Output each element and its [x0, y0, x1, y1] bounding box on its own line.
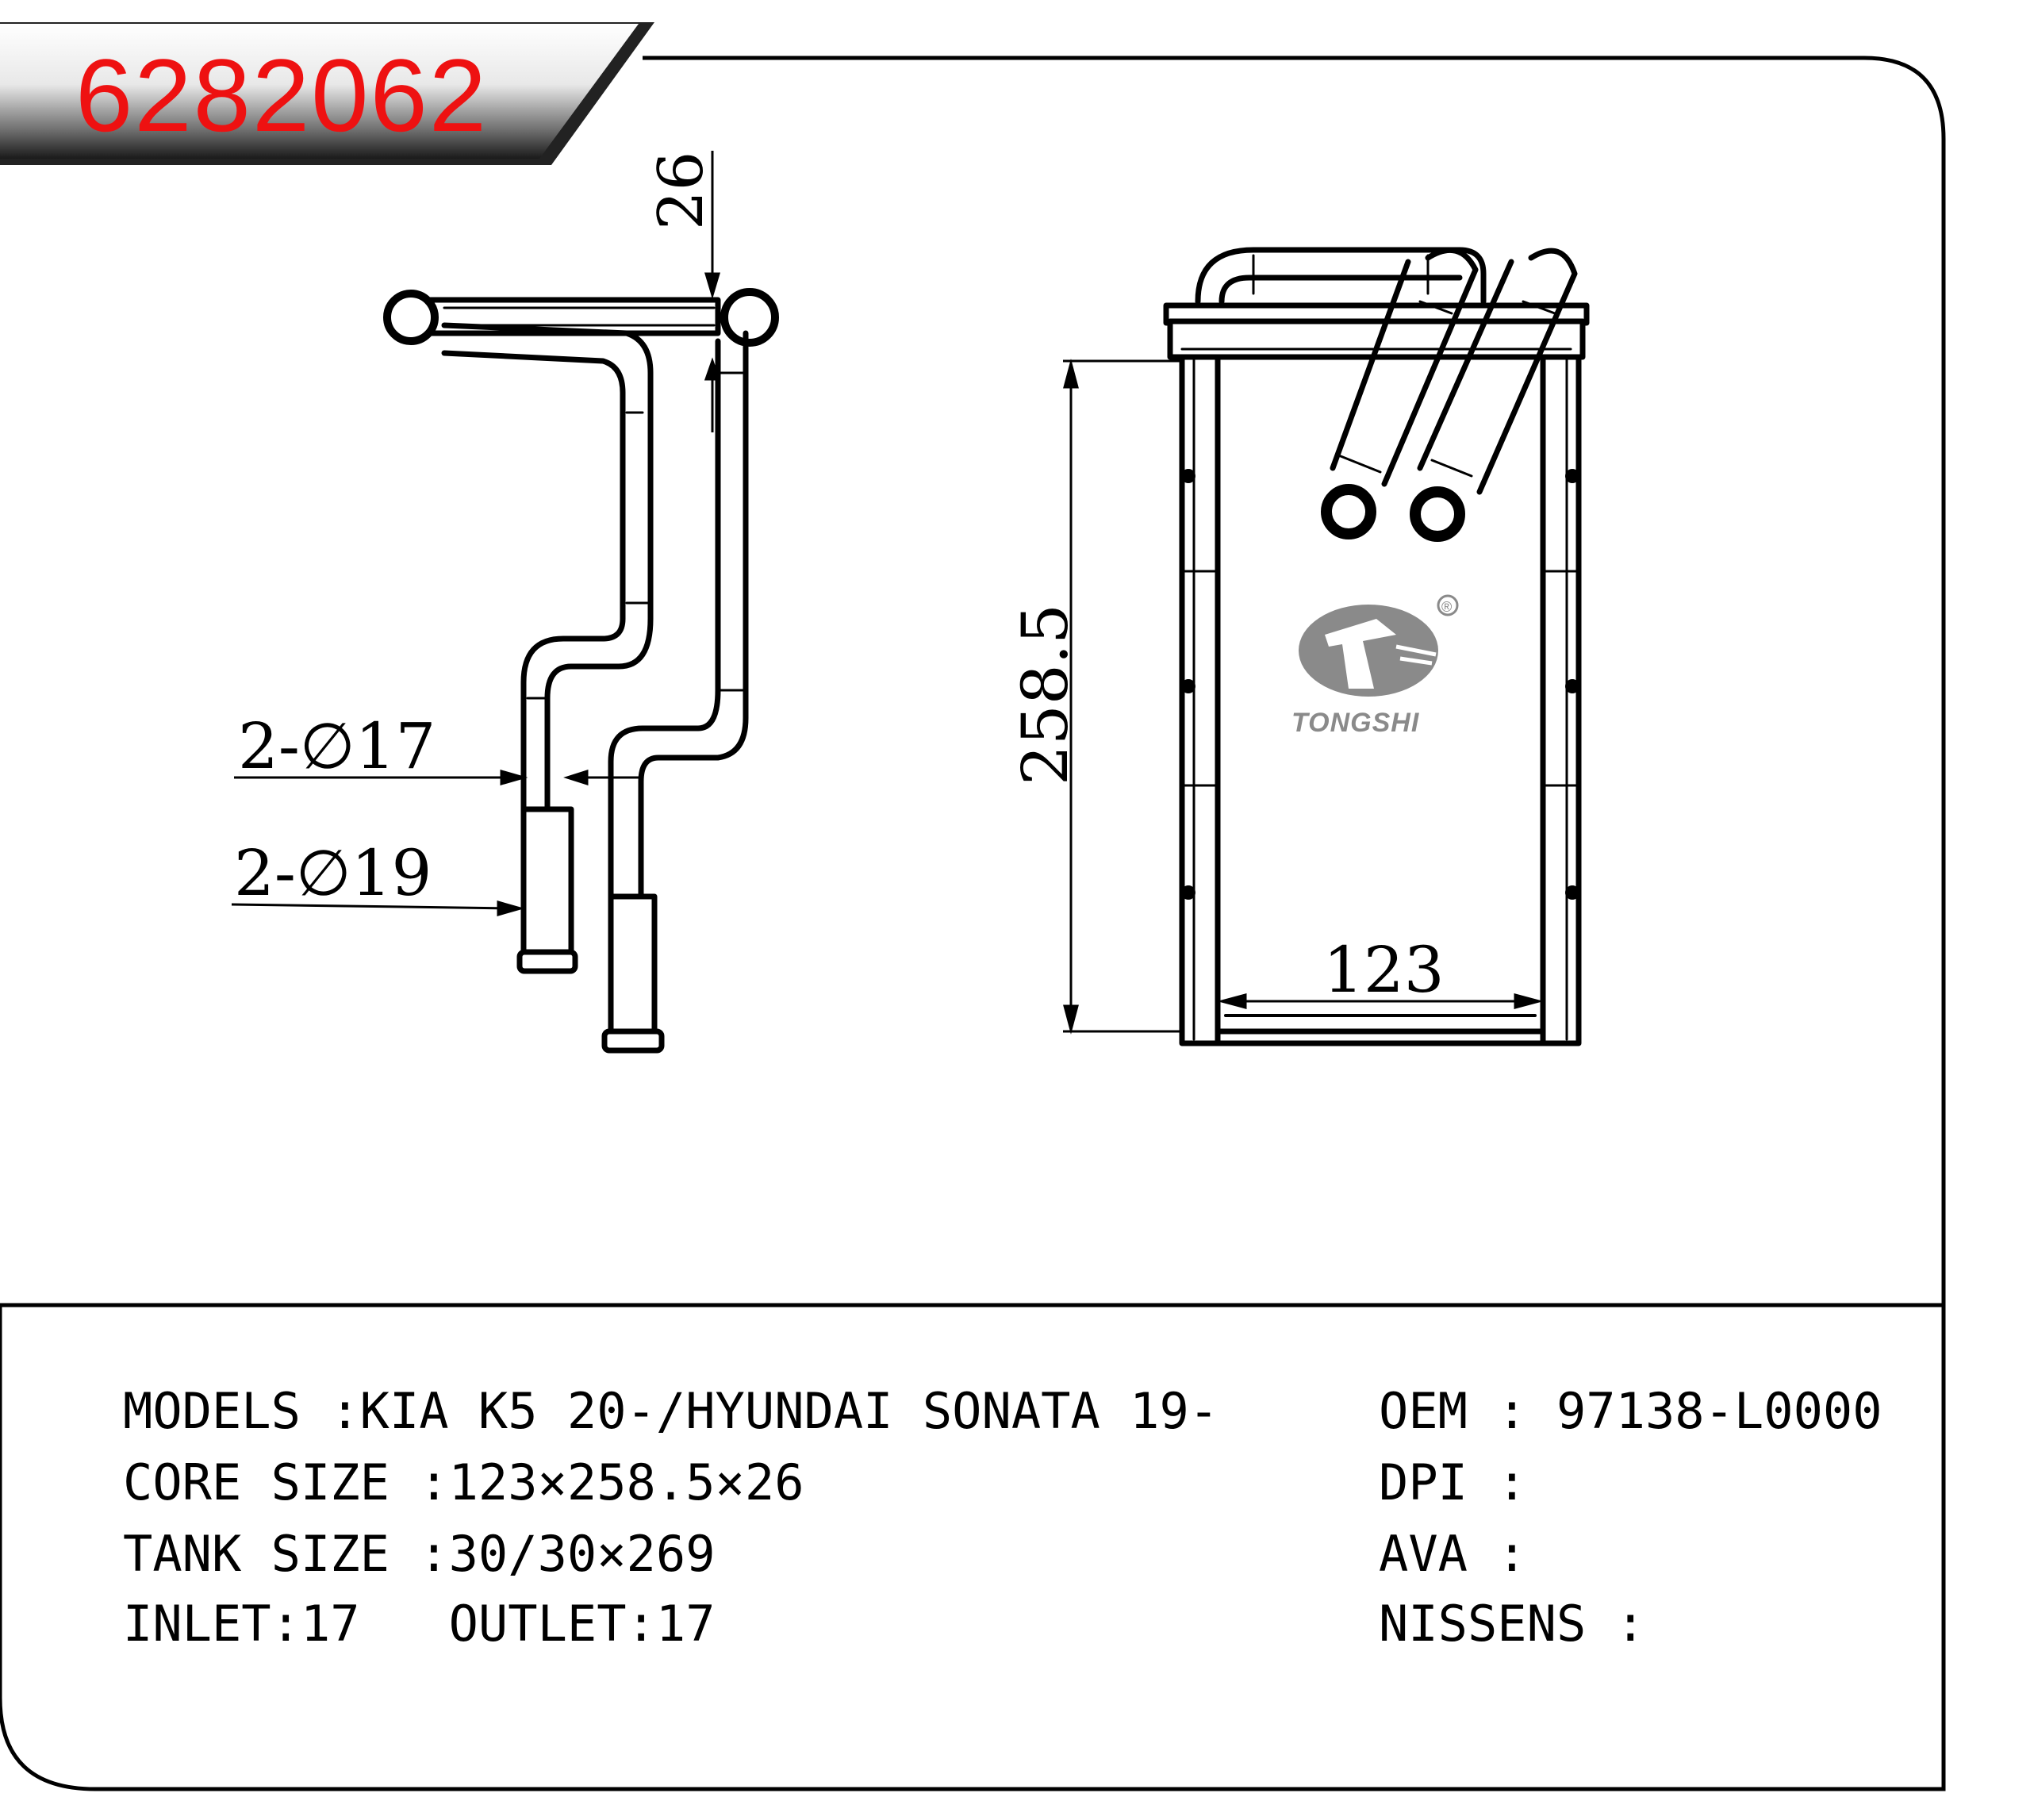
tongshi-logo: ® TONGSHI [1291, 594, 1459, 738]
side-plate-clips [1181, 469, 1579, 900]
spec-oem: OEM : 97138-L0000 [1379, 1382, 1882, 1440]
spec-ava: AVA : [1379, 1525, 1527, 1583]
width-dimension-label: 123 [1323, 933, 1445, 1007]
spec-models: MODELS :KIA K5 20-/HYUNDAI SONATA 19- [123, 1382, 1219, 1440]
logo-wordmark: TONGSHI [1291, 708, 1420, 738]
spec-nissens: NISSENS : [1379, 1595, 1645, 1653]
part-number: 6282062 [75, 37, 489, 153]
side-view-drawing [383, 288, 779, 1054]
inlet-diameter-label: 2-∅17 [238, 709, 436, 783]
part-number-banner [0, 22, 654, 165]
side-view-dimensions [231, 151, 721, 916]
outlet-diameter-label: 2-∅19 [234, 836, 432, 910]
spec-tank-size: TANK SIZE :30/30×269 [123, 1525, 716, 1583]
registered-mark: ® [1441, 599, 1452, 615]
height-dimension-label: 258.5 [1008, 604, 1082, 785]
depth-dimension-label: 26 [646, 152, 717, 230]
front-view-dimensions [1063, 359, 1544, 1035]
spec-dpi: DPI : [1379, 1453, 1527, 1511]
spec-core-size: CORE SIZE :123×258.5×26 [123, 1453, 804, 1511]
sheet-frame [0, 56, 1946, 1791]
spec-inlet-outlet: INLET:17 OUTLET:17 [123, 1595, 716, 1653]
